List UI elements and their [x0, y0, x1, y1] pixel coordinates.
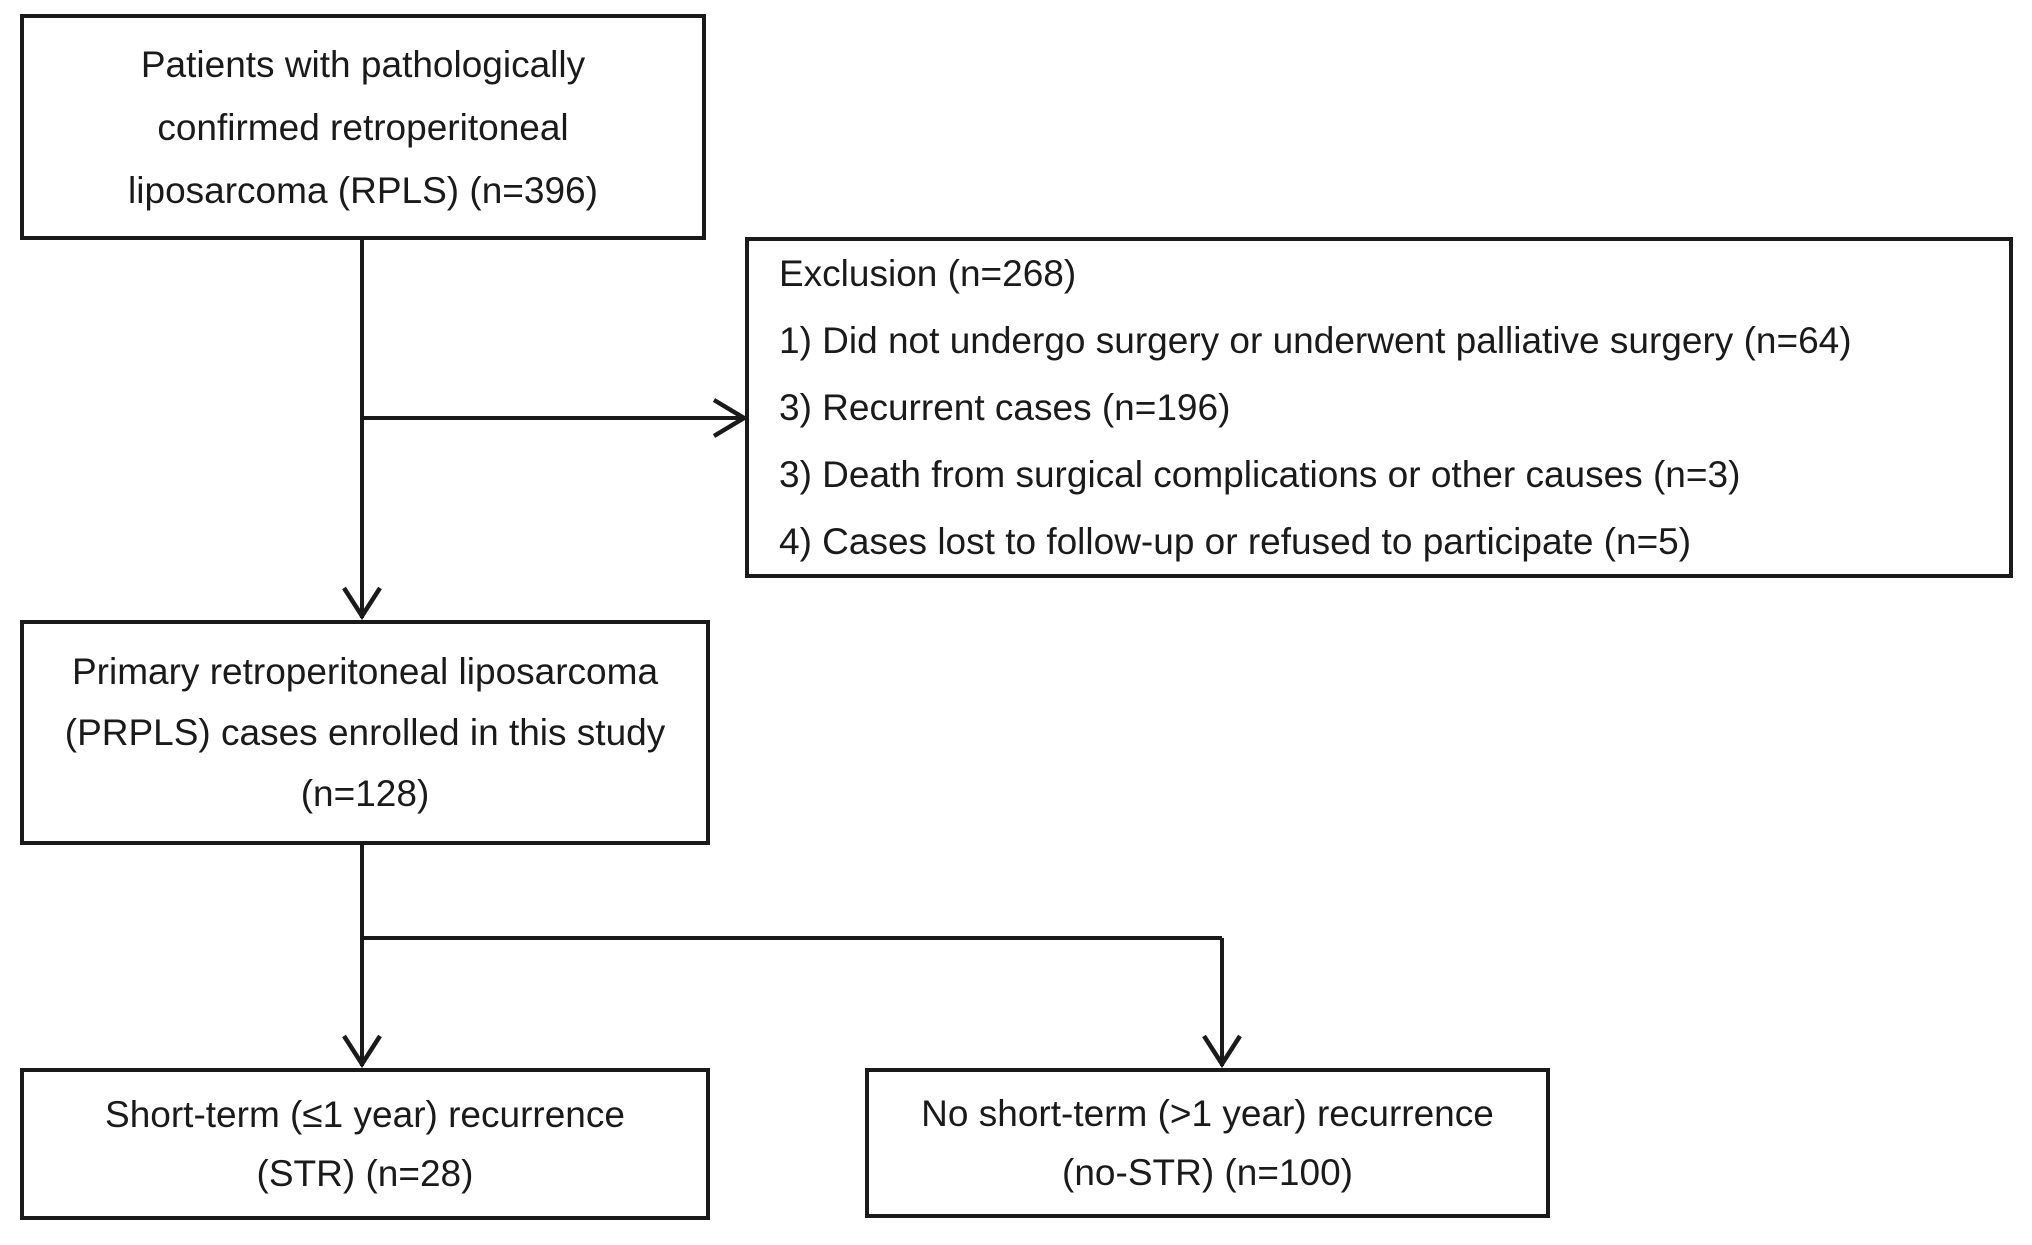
node-short-term-recurrence: Short-term (≤1 year) recurrence (STR) (n… [20, 1068, 710, 1220]
node-enrolled-line-3: (n=128) [300, 773, 430, 814]
node-exclusion-item-2: 3) Recurrent cases (n=196) [779, 387, 1231, 428]
node-no-short-term-recurrence: No short-term (>1 year) recurrence (no-S… [865, 1068, 1550, 1218]
node-enrolled-line-2: (PRPLS) cases enrolled in this study [64, 712, 666, 753]
arrowhead-enrolled [342, 586, 382, 621]
node-str-line-1: Short-term (≤1 year) recurrence [105, 1094, 625, 1135]
node-nostr-line-2: (no-STR) (n=100) [1062, 1152, 1353, 1193]
node-exclusion: Exclusion (n=268) 1) Did not undergo sur… [745, 237, 2013, 578]
node-source-line-1: Patients with pathologically [140, 43, 586, 85]
node-enrolled-cohort: Primary retroperitoneal liposarcoma (PRP… [20, 620, 710, 845]
node-source-population: Patients with pathologically confirmed r… [20, 14, 706, 240]
node-enrolled-line-1: Primary retroperitoneal liposarcoma [71, 651, 659, 692]
node-exclusion-item-3: 3) Death from surgical complications or … [779, 454, 1741, 495]
node-exclusion-item-4: 4) Cases lost to follow-up or refused to… [779, 521, 1692, 562]
arrowhead-str [342, 1034, 382, 1069]
arrowhead-nostr [1202, 1034, 1242, 1069]
node-exclusion-heading: Exclusion (n=268) [779, 253, 1077, 294]
node-str-line-2: (STR) (n=28) [256, 1153, 474, 1194]
node-nostr-line-1: No short-term (>1 year) recurrence [921, 1093, 1494, 1134]
node-source-line-3: liposarcoma (RPLS) (n=396) [128, 169, 598, 211]
node-source-line-2: confirmed retroperitoneal [157, 106, 569, 148]
arrowhead-exclusion [712, 398, 749, 438]
node-exclusion-item-1: 1) Did not undergo surgery or underwent … [779, 320, 1852, 361]
